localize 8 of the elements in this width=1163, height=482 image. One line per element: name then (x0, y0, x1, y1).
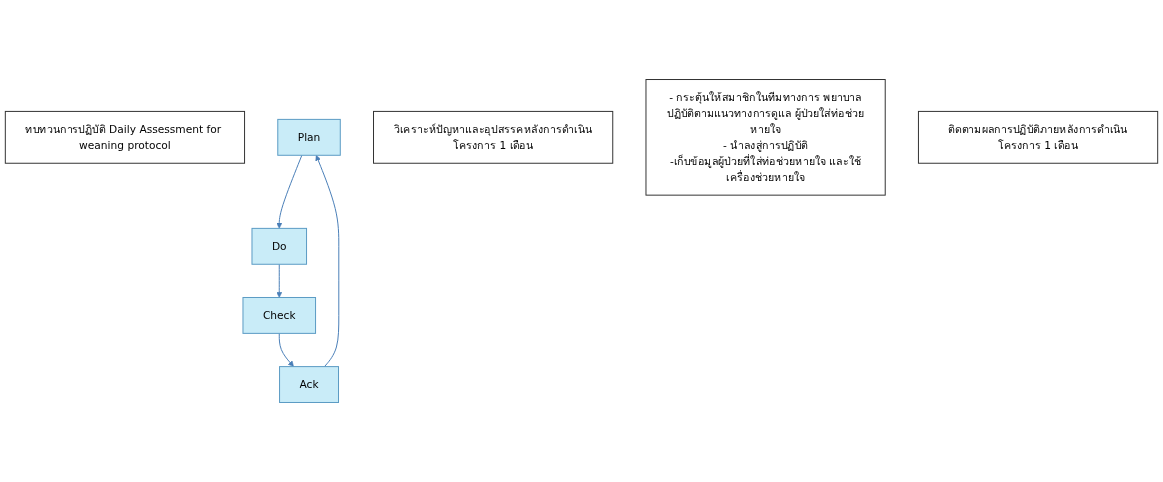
node-box: Check (242, 297, 317, 334)
node-box: Do (251, 227, 308, 265)
node-box: - กระตุ้นให้สมาชิกในทีมทางการ พยาบาลปฏิบัติตามแนวทางการดูแล ผู้ป่วยใส่ท่อช่วยหายใจ - นำลงสู่การปฏิบัติ -เก็บข้อมูลผู้ป่วยที่ใส่ท่อช่วยหายใจ และใช้เครื่องช่วยหายใจ (645, 79, 886, 196)
node-box: Ack (279, 366, 339, 403)
node-box: ติดตามผลการปฏิบัติภายหลังการดำเนินโครงการ 1 เดือน (917, 110, 1159, 164)
node-box: Plan (277, 118, 341, 156)
node-box: วิเคราะห์ปัญหาและอุปสรรคหลังการดำเนินโครงการ 1 เดือน (373, 110, 614, 164)
node-box: ทบทวนการปฏิบัติ Daily Assessment for weaning protocol (4, 110, 246, 164)
